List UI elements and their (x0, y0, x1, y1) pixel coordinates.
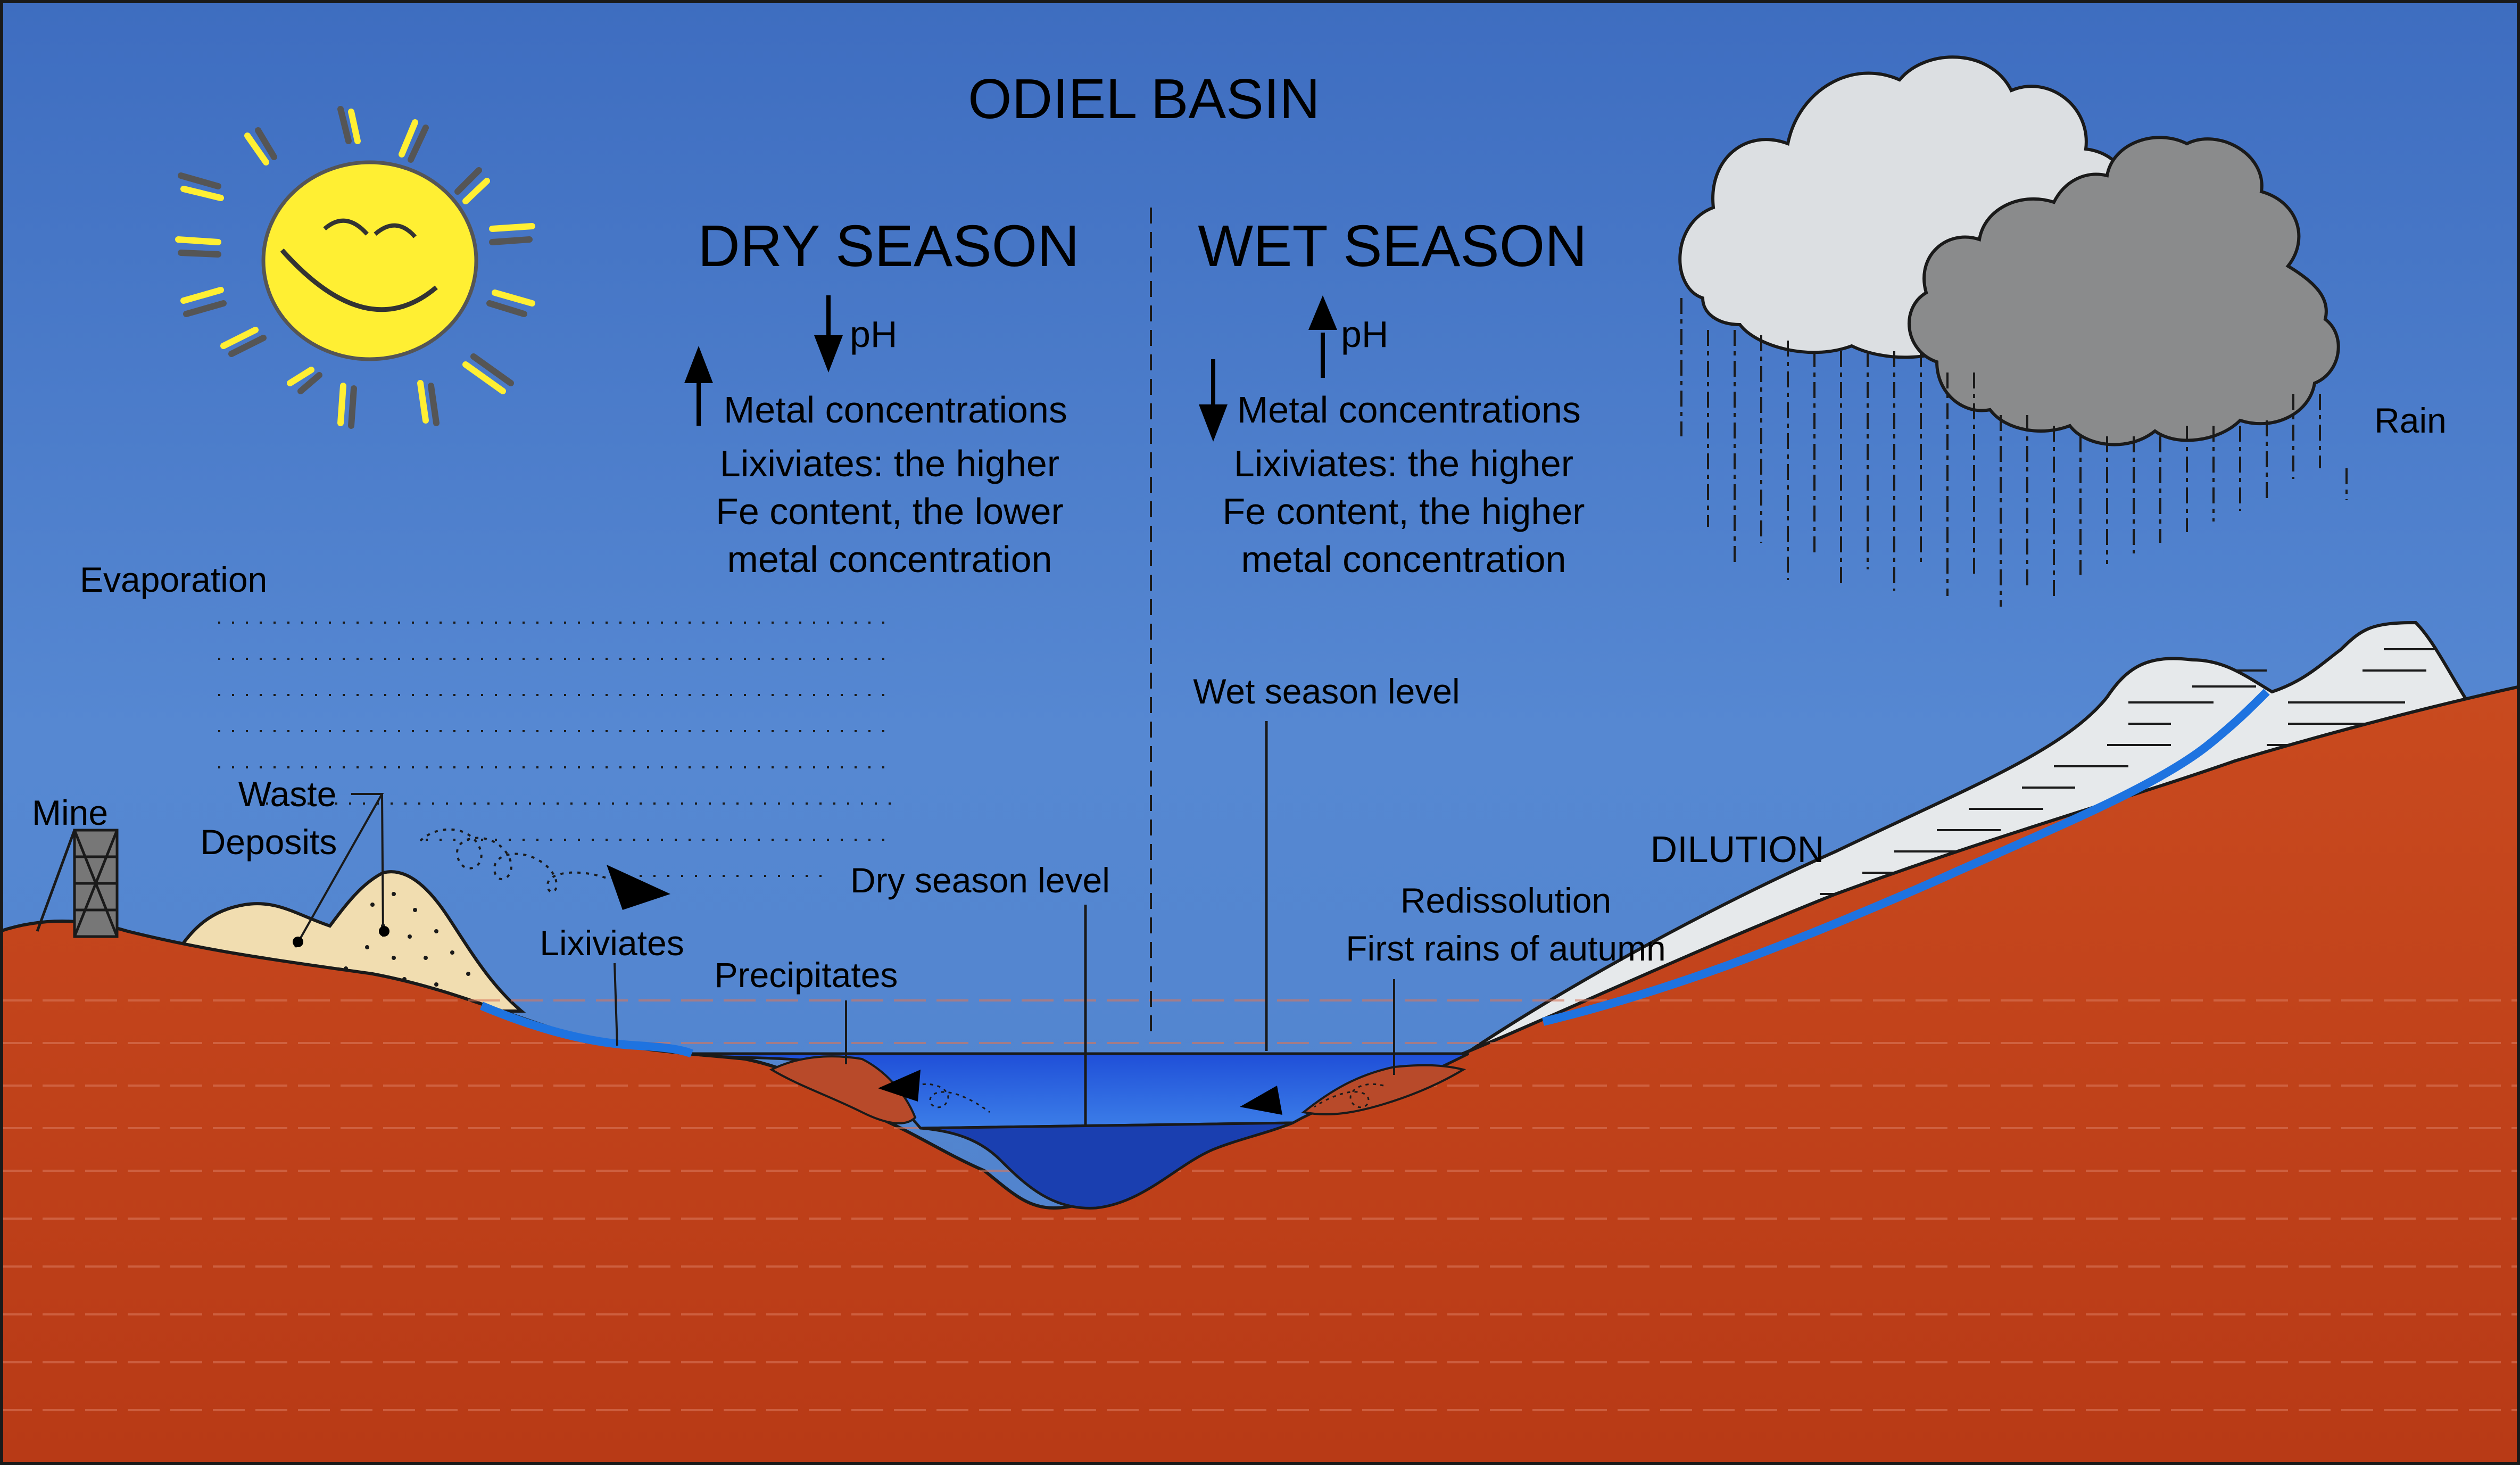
precipitates-arrow (878, 1070, 921, 1102)
dry-ph-label: pH (850, 313, 897, 355)
wet-level-label: Wet season level (1193, 672, 1460, 711)
first-rains-label: First rains of autumn (1346, 929, 1666, 968)
rain-streaks (1680, 298, 2348, 607)
wet-ph-up-arrow (1308, 295, 1337, 378)
dilution-stream (1542, 689, 2270, 1026)
dry-season-water (920, 1121, 1294, 1210)
dry-lixiviate-line-2: Fe content, the lower (716, 491, 1064, 532)
diagram-title: ODIEL BASIN (968, 68, 1320, 130)
rain-label: Rain (2374, 401, 2447, 440)
lixiviates-leader (614, 963, 618, 1046)
wet-metal-down-arrow (1199, 359, 1228, 442)
precipitates-swirl (915, 1083, 990, 1113)
dilution-label: DILUTION (1651, 829, 1825, 870)
waste-label-line2: Deposits (201, 822, 337, 862)
lixiviates-label: Lixiviates (540, 923, 684, 963)
wet-lixiviate-line-3: metal concentration (1241, 539, 1566, 580)
wet-ph-label: pH (1341, 313, 1388, 355)
mine-label: Mine (32, 793, 108, 832)
redissolution-mound (1301, 1064, 1466, 1115)
dry-season-heading: DRY SEASON (698, 213, 1079, 279)
wet-season-heading: WET SEASON (1198, 213, 1587, 279)
lixiviates-arrow (607, 865, 670, 910)
wet-metal-label: Metal concentrations (1237, 389, 1581, 431)
dry-ph-down-arrow (814, 295, 843, 373)
redissolution-label: Redissolution (1400, 881, 1611, 920)
waste-label-line1: Waste (238, 774, 337, 814)
sun-icon (175, 106, 535, 429)
waste-dot-1 (293, 937, 303, 947)
waste-dot-2 (379, 926, 389, 937)
dry-lixiviate-line-3: metal concentration (727, 539, 1052, 580)
precipitates-mound (769, 1055, 917, 1124)
dry-metal-label: Metal concentrations (724, 389, 1067, 431)
dry-level-label: Dry season level (850, 860, 1110, 900)
lixiviates-swirl (419, 828, 607, 893)
wet-lixiviate-line-2: Fe content, the higher (1223, 491, 1585, 532)
dark-cloud-icon (1908, 136, 2340, 446)
dry-metal-up-arrow (684, 346, 713, 426)
redissolution-swirl (1314, 1083, 1384, 1108)
mine-icon (36, 829, 119, 938)
precipitates-label: Precipitates (715, 955, 898, 995)
wet-lixiviate-line-1: Lixiviates: the higher (1234, 443, 1573, 484)
redissolution-arrow (1240, 1086, 1282, 1115)
evaporation-label: Evaporation (80, 560, 267, 599)
waste-leader (294, 793, 384, 948)
evaporation-dots (218, 622, 894, 877)
dry-lixiviate-line-1: Lixiviates: the higher (720, 443, 1059, 484)
strata-lines (0, 999, 2520, 1411)
